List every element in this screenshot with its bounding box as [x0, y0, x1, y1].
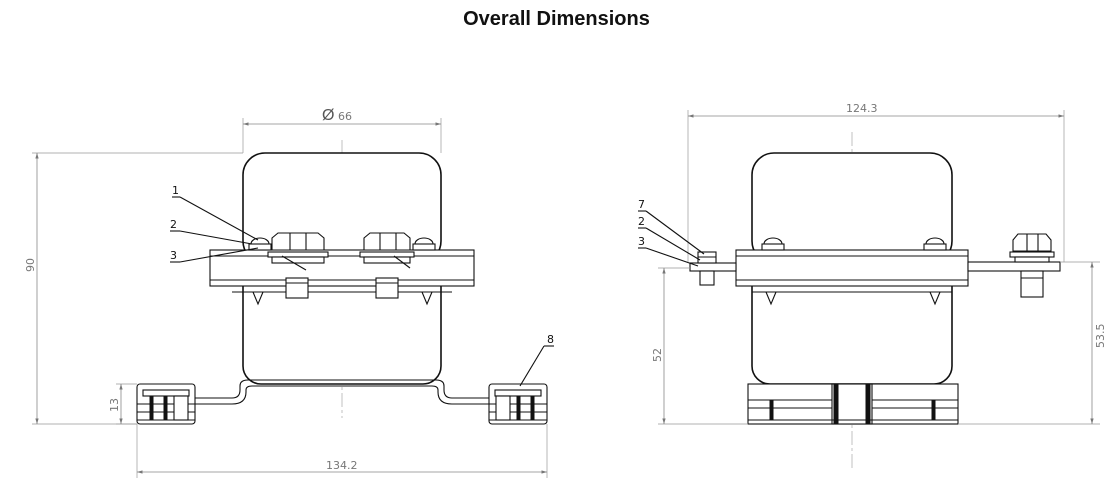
callout-2-side: 2: [638, 215, 645, 228]
front-terminal-right: [359, 232, 415, 299]
side-base: [747, 383, 959, 425]
dim-right-terminal-height: 53.5: [1094, 324, 1107, 349]
side-flange-plate: [735, 249, 969, 287]
dim-left-terminal-height: 52: [651, 348, 664, 362]
side-terminal-right: [967, 233, 1061, 298]
callout-7: 7: [638, 198, 645, 211]
front-bracket: [186, 379, 498, 399]
front-rivet-right: [414, 237, 434, 245]
dim-diameter: 66: [338, 110, 352, 123]
drawing-title: Overall Dimensions: [463, 8, 650, 30]
callout-2: 2: [170, 218, 177, 231]
front-flange-plate: [209, 249, 475, 287]
dim-foot-height: 13: [108, 398, 121, 412]
callout-1: 1: [172, 184, 179, 197]
dim-base-width: 134.2: [326, 459, 358, 472]
side-view: 124.3 52 53.5 7 2 3: [638, 102, 1107, 470]
side-terminal-left: [689, 251, 737, 286]
callout-8: 8: [547, 333, 554, 346]
front-foot-left: [136, 383, 196, 425]
callout-3: 3: [170, 249, 177, 262]
diameter-symbol: Ø: [322, 107, 334, 124]
front-rivet-left: [250, 237, 270, 245]
dim-height: 90: [24, 258, 37, 272]
callout-3-side: 3: [638, 235, 645, 248]
dim-overall-width: 124.3: [846, 102, 878, 115]
front-view: Ø 66 90 13 134.2 1 2 3 8: [24, 107, 554, 478]
front-foot-right: [488, 383, 548, 425]
front-terminal-left: [267, 232, 329, 299]
